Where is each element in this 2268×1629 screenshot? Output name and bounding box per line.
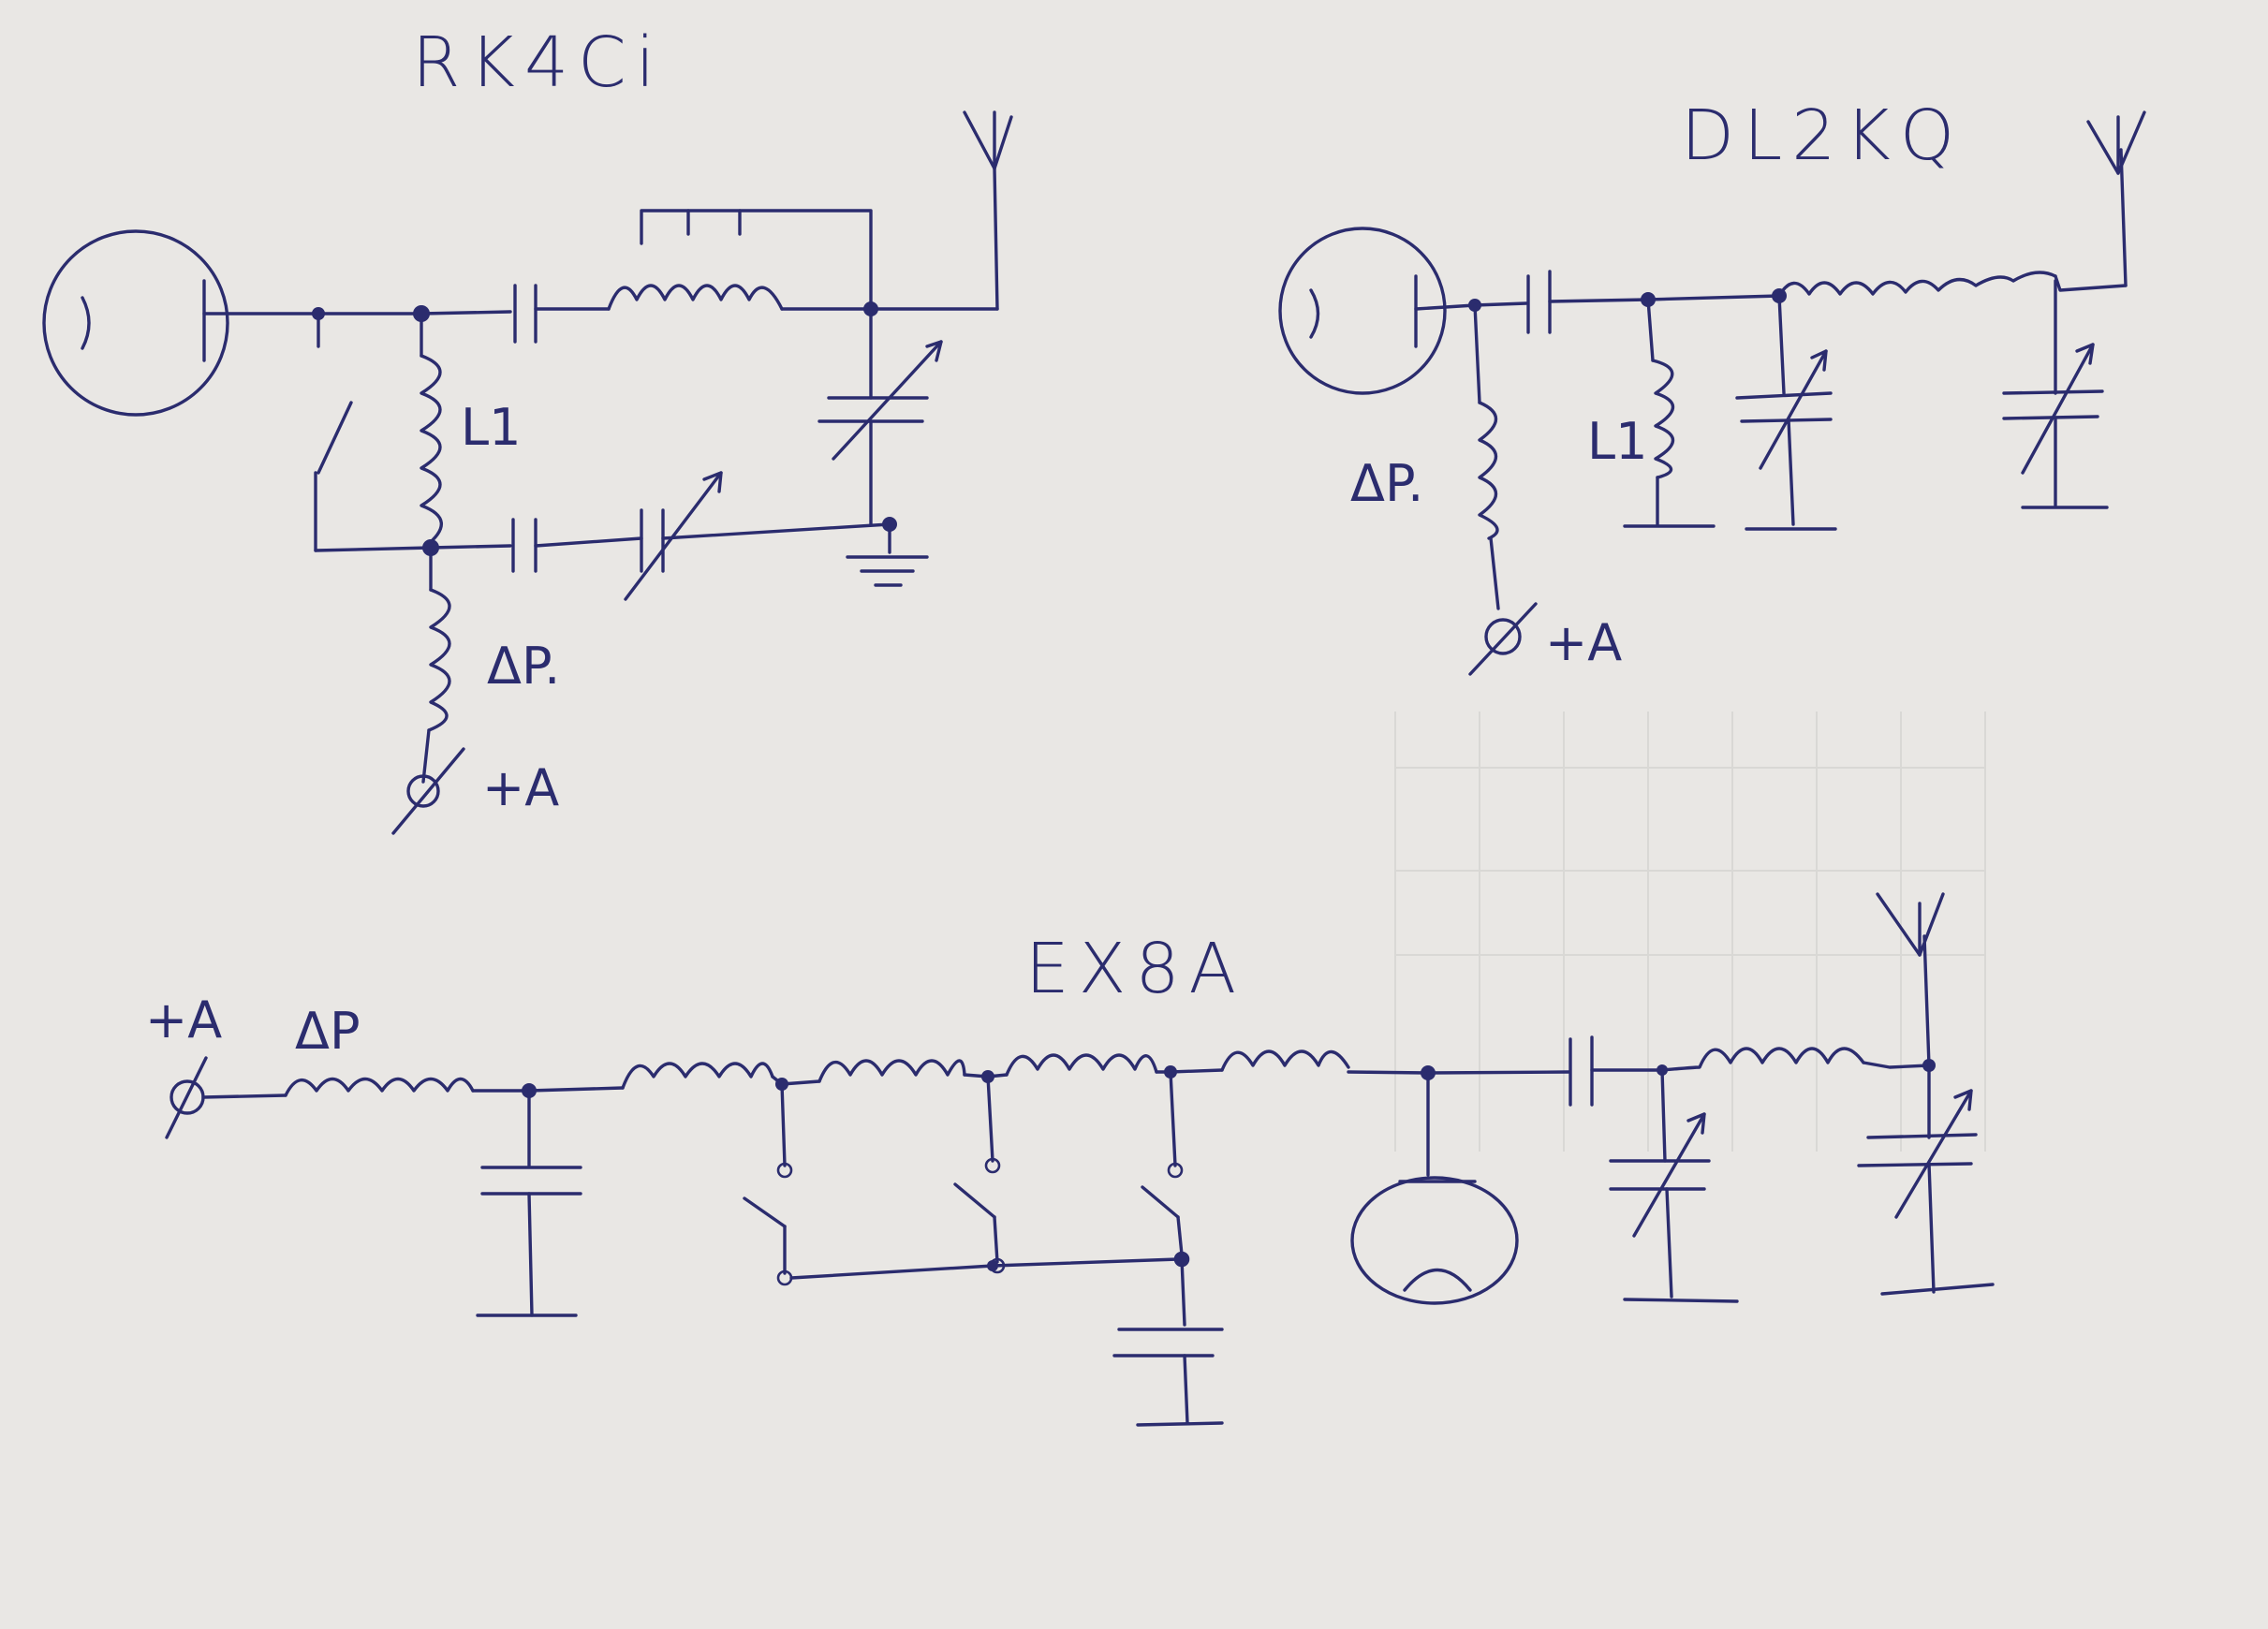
tube-icon <box>1350 1071 1519 1305</box>
supply-terminal-icon <box>165 1056 208 1139</box>
rk4ci-main-wire <box>202 310 512 316</box>
inductor-icon <box>1220 1049 1350 1072</box>
band-switch-icon <box>953 1075 1006 1274</box>
inductor-icon <box>1777 271 2057 298</box>
band-switch-icon <box>1141 1070 1190 1268</box>
rk4ci-supply-label: +A <box>482 758 559 817</box>
variable-capacitor-icon <box>817 307 943 526</box>
choke-icon <box>284 1077 475 1097</box>
variable-capacitor-icon <box>624 471 891 601</box>
supply-terminal-icon <box>1468 602 1538 676</box>
inductor-l1-icon <box>420 312 443 548</box>
inductor-l1-icon <box>1623 298 1716 528</box>
dl2kq-supply-label: +A <box>1545 613 1622 672</box>
band-switch-icon <box>743 1082 793 1286</box>
capacitor-icon <box>513 284 611 344</box>
dl2kq-title: DL2KQ <box>1681 95 1964 176</box>
rk4ci-schematic: RK4Ci <box>42 22 1013 835</box>
background-grid <box>1394 712 1986 1152</box>
antenna-icon <box>1876 892 1945 1067</box>
inductor-icon <box>817 1059 966 1083</box>
switch-icon <box>314 312 353 552</box>
tapped-inductor-icon <box>607 209 873 311</box>
capacitor-icon <box>1112 1257 1224 1427</box>
choke-icon <box>421 546 451 784</box>
tube-icon <box>1278 227 1447 395</box>
rk4ci-title: RK4Ci <box>412 22 664 103</box>
dl2kq-l1-label: L1 <box>1587 412 1647 471</box>
antenna-icon <box>2086 110 2146 287</box>
dl2kq-schematic: DL2KQ ΔP. <box>1278 95 2146 676</box>
variable-capacitor-icon <box>1735 294 1837 531</box>
variable-capacitor-icon <box>1609 1068 1739 1303</box>
inductor-icon <box>1660 1047 1865 1072</box>
ex8a-title: EX8A <box>1025 929 1245 1009</box>
ground-icon <box>846 517 929 587</box>
rk4ci-choke-label: ΔP. <box>487 637 560 696</box>
capacitor-icon <box>429 518 643 573</box>
capacitor-icon <box>1426 1035 1664 1107</box>
supply-terminal-icon <box>391 747 465 835</box>
rk4ci-l1-label: L1 <box>461 398 521 457</box>
variable-capacitor-icon <box>1857 1064 1995 1296</box>
choke-icon <box>1473 303 1500 610</box>
inductor-icon <box>621 1062 774 1090</box>
capacitor-icon <box>476 1089 582 1317</box>
ex8a-supply-label: +A <box>145 991 222 1049</box>
antenna-icon <box>963 110 1013 311</box>
capacitor-icon <box>1473 270 1650 334</box>
tube-icon <box>42 229 229 417</box>
ex8a-schematic: EX8A +A ΔP <box>145 892 1995 1427</box>
inductor-icon <box>1005 1053 1158 1077</box>
variable-capacitor-icon <box>2002 279 2109 509</box>
ex8a-choke-label: ΔP <box>295 1002 361 1061</box>
dl2kq-choke-label: ΔP. <box>1350 454 1423 513</box>
